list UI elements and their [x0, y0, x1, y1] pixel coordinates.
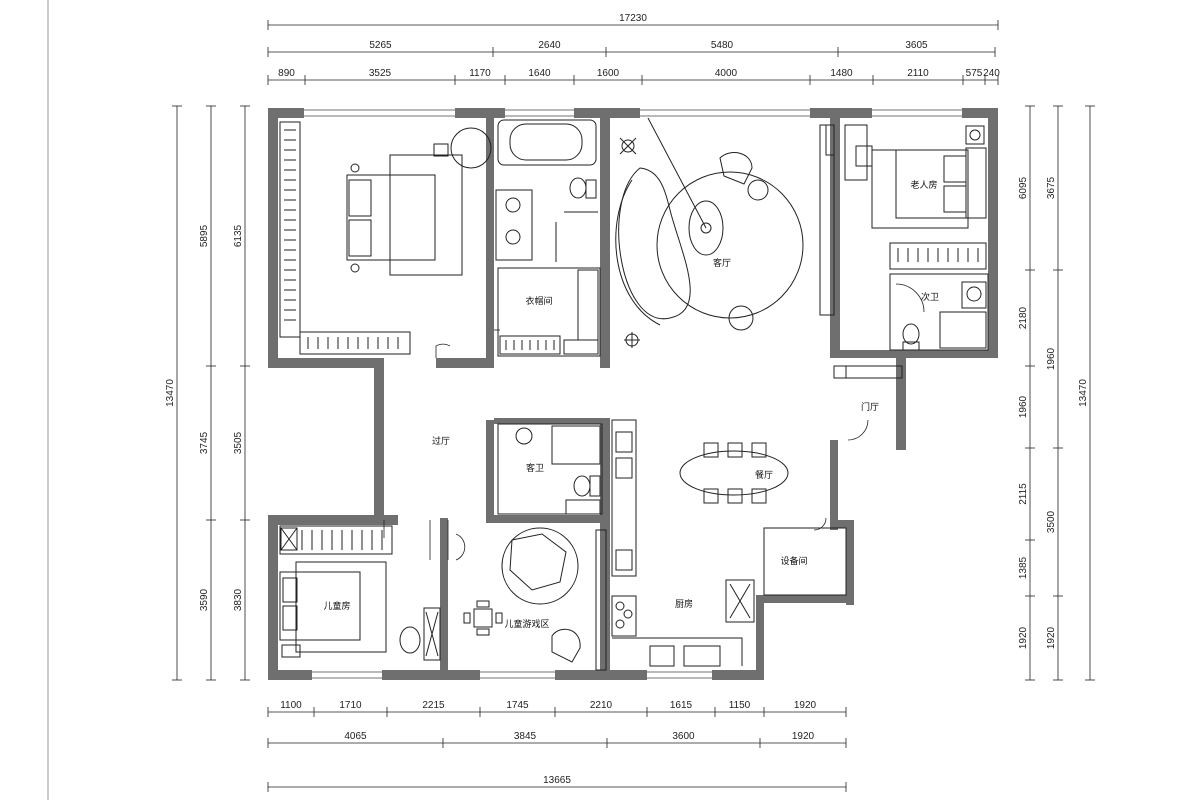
- kids-bed-frame: [295, 561, 387, 653]
- wardrobe: [279, 121, 301, 338]
- furniture: [279, 117, 989, 671]
- dimension-label: 4000: [715, 68, 738, 79]
- dimension-label: 2180: [1018, 306, 1029, 329]
- room-second-bath-label: 次卫: [921, 291, 939, 303]
- dimension-label: 5895: [199, 224, 210, 247]
- dimension-label: 1920: [1018, 626, 1029, 649]
- dimension-label: 3525: [369, 68, 392, 79]
- dimension-label: 1710: [339, 700, 362, 711]
- dimension-label: 3830: [233, 588, 244, 611]
- room-equipment-label: 设备间: [780, 555, 807, 567]
- desk: [473, 608, 493, 628]
- dimension-label: 2110: [907, 68, 929, 79]
- dimension-label: 1385: [1018, 556, 1029, 579]
- dimension-label: 13665: [543, 775, 571, 786]
- dimension-label: 1920: [1046, 626, 1057, 649]
- wardrobe: [299, 331, 411, 355]
- room-kitchen-label: 厨房: [675, 598, 693, 610]
- dimension-label: 1640: [528, 68, 551, 79]
- room-dining-label: 餐厅: [755, 469, 773, 481]
- dimension-label: 5265: [369, 40, 392, 51]
- dimension-label: 3745: [199, 431, 210, 454]
- door-swings: [383, 283, 925, 561]
- dimension-label: 6135: [233, 224, 244, 247]
- dimension-label: 13470: [165, 379, 176, 407]
- dimension-label: 17230: [619, 13, 647, 24]
- room-labels: 客厅 衣帽间 老人房 次卫 门厅 过厅 客卫 餐厅 设备间 厨房 儿童房 儿童游…: [323, 179, 939, 630]
- dimension-label: 5480: [711, 40, 734, 51]
- wardrobe: [889, 242, 987, 270]
- curved-sofa: [618, 167, 691, 320]
- master-bed: [346, 174, 436, 261]
- armchair: [719, 152, 753, 185]
- room-guest-bath-label: 客卫: [526, 462, 544, 474]
- dimension-label: 1150: [729, 700, 751, 711]
- room-play-label: 儿童游戏区: [504, 618, 549, 630]
- round-rug: [656, 171, 804, 319]
- dimension-label: 3500: [1046, 510, 1057, 533]
- elder-bed: [895, 149, 969, 219]
- dimension-label: 240: [983, 68, 1000, 79]
- walls: [268, 108, 998, 680]
- dimension-label: 3590: [199, 588, 210, 611]
- dimension-label: 1745: [506, 700, 529, 711]
- dimension-label: 3505: [233, 431, 244, 454]
- dimension-label: 2210: [590, 700, 613, 711]
- dimension-label: 1615: [670, 700, 693, 711]
- wardrobe: [279, 525, 393, 555]
- kids-bed: [279, 571, 361, 641]
- dimension-label: 4065: [344, 731, 367, 742]
- room-elder-label: 老人房: [910, 179, 937, 191]
- room-kids-label: 儿童房: [323, 600, 350, 612]
- dimension-label: 2215: [422, 700, 445, 711]
- windows: [304, 109, 962, 679]
- room-hall-label: 过厅: [432, 435, 450, 447]
- dimension-label: 1920: [792, 731, 815, 742]
- room-living-label: 客厅: [713, 257, 731, 269]
- dimension-label: 6095: [1018, 176, 1029, 199]
- play-mat: [501, 527, 579, 605]
- dimension-lines: 17230 5265 2640 5480 3605 890 3525 1170 1640 1600…: [165, 13, 1095, 792]
- dimension-label: 1960: [1046, 347, 1057, 370]
- dimension-label: 2640: [538, 40, 561, 51]
- dimension-label: 13470: [1078, 379, 1089, 407]
- bed-frame: [389, 154, 463, 276]
- dimension-label: 3600: [672, 731, 695, 742]
- dimension-label: 1480: [830, 68, 853, 79]
- room-closet-label: 衣帽间: [525, 295, 552, 307]
- dimension-label: 1920: [794, 700, 817, 711]
- dimension-label: 890: [278, 68, 295, 79]
- dimension-label: 3605: [905, 40, 928, 51]
- dining-table: [679, 450, 789, 496]
- dimension-label: 3845: [514, 731, 537, 742]
- dimension-label: 2115: [1018, 483, 1029, 505]
- dimension-label: 1960: [1018, 395, 1029, 418]
- room-entrance-label: 门厅: [861, 401, 879, 413]
- dimension-label: 3675: [1046, 176, 1057, 199]
- dimension-label: 1170: [469, 68, 491, 79]
- round-chair: [450, 127, 492, 169]
- dimension-label: 1100: [280, 700, 302, 711]
- dimension-label: 575: [966, 68, 983, 79]
- bathtub: [497, 119, 597, 166]
- coffee-table: [688, 200, 724, 256]
- dimension-label: 1600: [597, 68, 620, 79]
